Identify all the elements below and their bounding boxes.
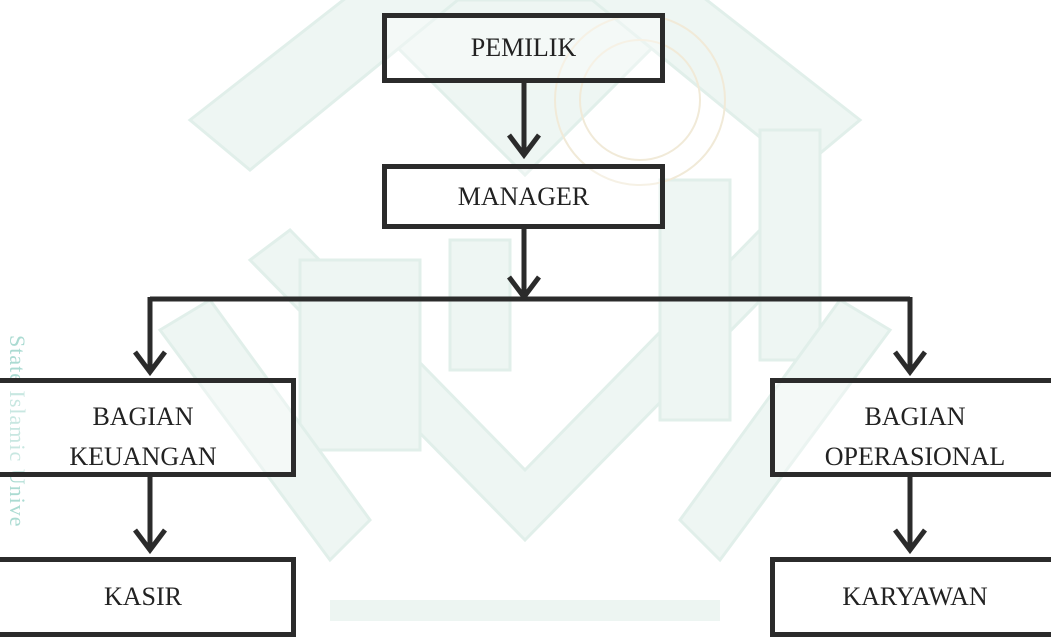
arrow-to-keuangan	[133, 350, 167, 377]
kasir-box: KASIR	[0, 557, 296, 637]
connector-lines	[133, 83, 927, 555]
pemilik-label: PEMILIK	[470, 33, 577, 62]
karyawan-box: KARYAWAN	[770, 557, 1051, 637]
operasional-label-line2: OPERASIONAL	[824, 442, 1006, 471]
watermark-right-diag	[678, 298, 893, 563]
arrow-to-operasional	[893, 350, 927, 377]
watermark-bottom-text	[330, 600, 720, 621]
arrow-pemilik-to-manager	[507, 133, 541, 160]
manager-box: MANAGER	[382, 164, 665, 229]
bagian-keuangan-box: BAGIAN KEUANGAN	[0, 378, 296, 477]
watermark-block-far-right	[758, 128, 822, 362]
watermark-block-center	[448, 238, 512, 372]
watermark-left-arm	[187, 0, 461, 172]
manager-label: MANAGER	[457, 181, 590, 211]
keuangan-label-line1: BAGIAN	[92, 402, 194, 431]
keuangan-label-line2: KEUANGAN	[69, 442, 217, 471]
bagian-operasional-box: BAGIAN OPERASIONAL	[770, 378, 1051, 477]
operasional-label-line1: BAGIAN	[864, 402, 966, 431]
watermark-left-diag	[157, 298, 372, 563]
arrow-to-kasir	[133, 528, 167, 555]
pemilik-box: PEMILIK	[382, 13, 665, 83]
kasir-label: KASIR	[103, 582, 182, 611]
arrow-to-karyawan	[893, 528, 927, 555]
watermark-block-left	[298, 258, 422, 452]
karyawan-label: KARYAWAN	[842, 582, 988, 611]
university-logo-watermark	[157, 0, 893, 621]
